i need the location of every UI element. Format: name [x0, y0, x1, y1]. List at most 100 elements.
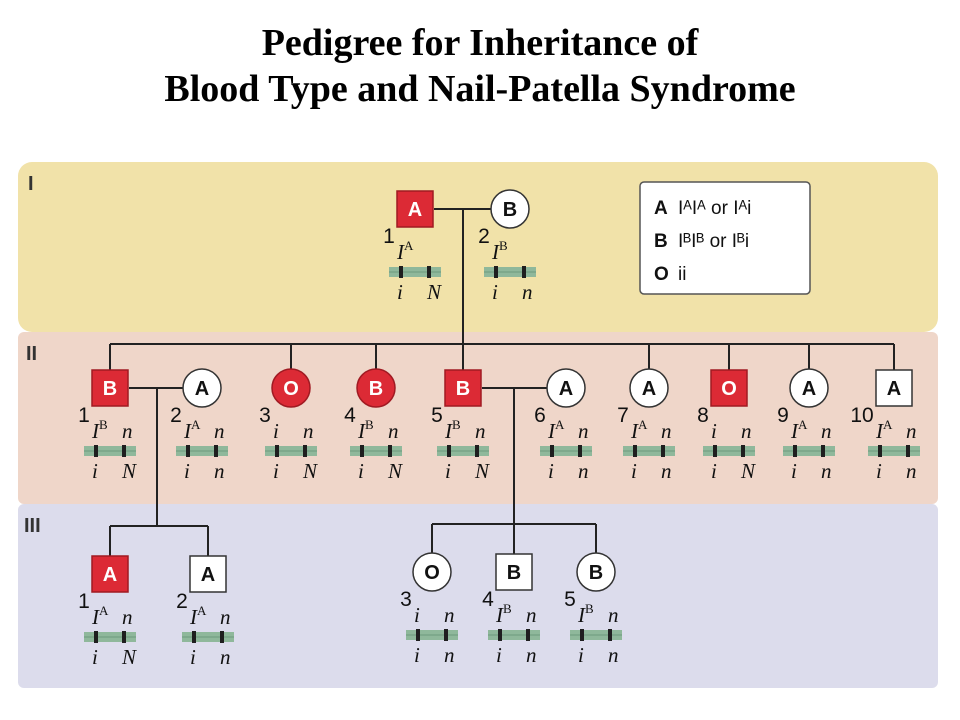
bottom-allele-first: i: [876, 459, 882, 483]
pedigree-lines: [109, 208, 895, 558]
bottom-allele-second: N: [387, 459, 403, 483]
locus-marker-left: [399, 266, 403, 278]
top-allele-superscript: B: [585, 601, 594, 616]
top-allele-second: n: [303, 419, 314, 443]
locus-marker-left: [275, 445, 279, 457]
top-allele-superscript: B: [452, 417, 461, 432]
top-allele-base: I: [790, 419, 799, 443]
female-symbol: [271, 368, 311, 408]
top-allele-base: I: [357, 419, 366, 443]
bottom-allele-first: i: [92, 459, 98, 483]
individual-number: 1: [78, 404, 90, 427]
bottom-allele-first: i: [414, 643, 420, 667]
top-allele-base: I: [91, 419, 100, 443]
top-allele-second: n: [821, 419, 832, 443]
top-allele-superscript: A: [798, 417, 808, 432]
top-allele-second: n: [122, 419, 133, 443]
blood-type-label: O: [283, 378, 299, 400]
top-allele-superscript: B: [365, 417, 374, 432]
bottom-allele-first: i: [397, 280, 403, 304]
locus-marker-right: [214, 445, 218, 457]
locus-marker-right: [608, 629, 612, 641]
top-alleles: IB: [91, 417, 108, 443]
locus-marker-left: [94, 631, 98, 643]
bottom-allele-first: i: [496, 643, 502, 667]
top-alleles: i: [414, 603, 420, 627]
top-alleles: IB: [577, 601, 594, 627]
top-allele-superscript: A: [883, 417, 893, 432]
locus-marker-left: [94, 445, 98, 457]
top-allele-base: I: [189, 605, 198, 629]
blood-type-label: A: [559, 378, 573, 400]
bottom-allele-first: i: [548, 459, 554, 483]
individual-number: 5: [431, 404, 443, 427]
locus-marker-left: [878, 445, 882, 457]
individual-number: 1: [78, 590, 90, 613]
individual-number: 2: [170, 404, 182, 427]
female-symbol: [490, 189, 530, 229]
top-alleles: IB: [357, 417, 374, 443]
top-allele-base: I: [577, 603, 586, 627]
bottom-allele-second: n: [522, 280, 533, 304]
blood-type-label: B: [456, 378, 470, 400]
blood-type-legend: A IᴬIᴬ or Iᴬi B IᴮIᴮ or Iᴮi O ii: [639, 181, 811, 295]
top-alleles: IB: [444, 417, 461, 443]
top-allele-base: I: [396, 240, 405, 264]
locus-marker-right: [427, 266, 431, 278]
top-allele-base: I: [495, 603, 504, 627]
female-symbol: [789, 368, 829, 408]
bottom-allele-second: N: [302, 459, 318, 483]
blood-type-label: A: [103, 564, 117, 586]
locus-marker-right: [821, 445, 825, 457]
bottom-allele-second: N: [121, 459, 137, 483]
male-symbol: [875, 369, 913, 407]
top-alleles: IA: [183, 417, 201, 443]
bottom-allele-first: i: [358, 459, 364, 483]
bottom-allele-first: i: [578, 643, 584, 667]
individual-number: 1: [383, 225, 395, 248]
individual-number: 2: [176, 590, 188, 613]
locus-marker-right: [122, 631, 126, 643]
top-allele-second: n: [526, 603, 537, 627]
individual-number: 9: [777, 404, 789, 427]
top-alleles: i: [711, 419, 717, 443]
male-symbol: [495, 553, 533, 591]
individual-number: 3: [259, 404, 271, 427]
blood-type-label: A: [802, 378, 816, 400]
blood-type-label: A: [642, 378, 656, 400]
female-symbol: [182, 368, 222, 408]
individual-number: 3: [400, 588, 412, 611]
top-allele-base: I: [491, 240, 500, 264]
bottom-allele-second: n: [608, 643, 619, 667]
blood-type-label: B: [589, 562, 603, 584]
top-allele-second: n: [661, 419, 672, 443]
top-allele-second: n: [608, 603, 619, 627]
top-allele-base: i: [414, 603, 420, 627]
bottom-allele-second: n: [906, 459, 917, 483]
blood-type-label: A: [195, 378, 209, 400]
bottom-allele-second: n: [578, 459, 589, 483]
individual-number: 2: [478, 225, 490, 248]
top-allele-superscript: A: [555, 417, 565, 432]
individual-number: 4: [482, 588, 494, 611]
locus-marker-right: [303, 445, 307, 457]
title-line-2: Blood Type and Nail-Patella Syndrome: [164, 68, 796, 110]
locus-marker-left: [192, 631, 196, 643]
generation-label-ii: II: [26, 343, 37, 365]
generation-label-i: I: [28, 173, 34, 195]
individual-number: 7: [617, 404, 629, 427]
bottom-allele-second: n: [821, 459, 832, 483]
top-allele-base: I: [875, 419, 884, 443]
blood-type-label: A: [408, 199, 422, 221]
blood-type-label: O: [721, 378, 737, 400]
female-symbol: [412, 552, 452, 592]
bottom-allele-second: n: [526, 643, 537, 667]
